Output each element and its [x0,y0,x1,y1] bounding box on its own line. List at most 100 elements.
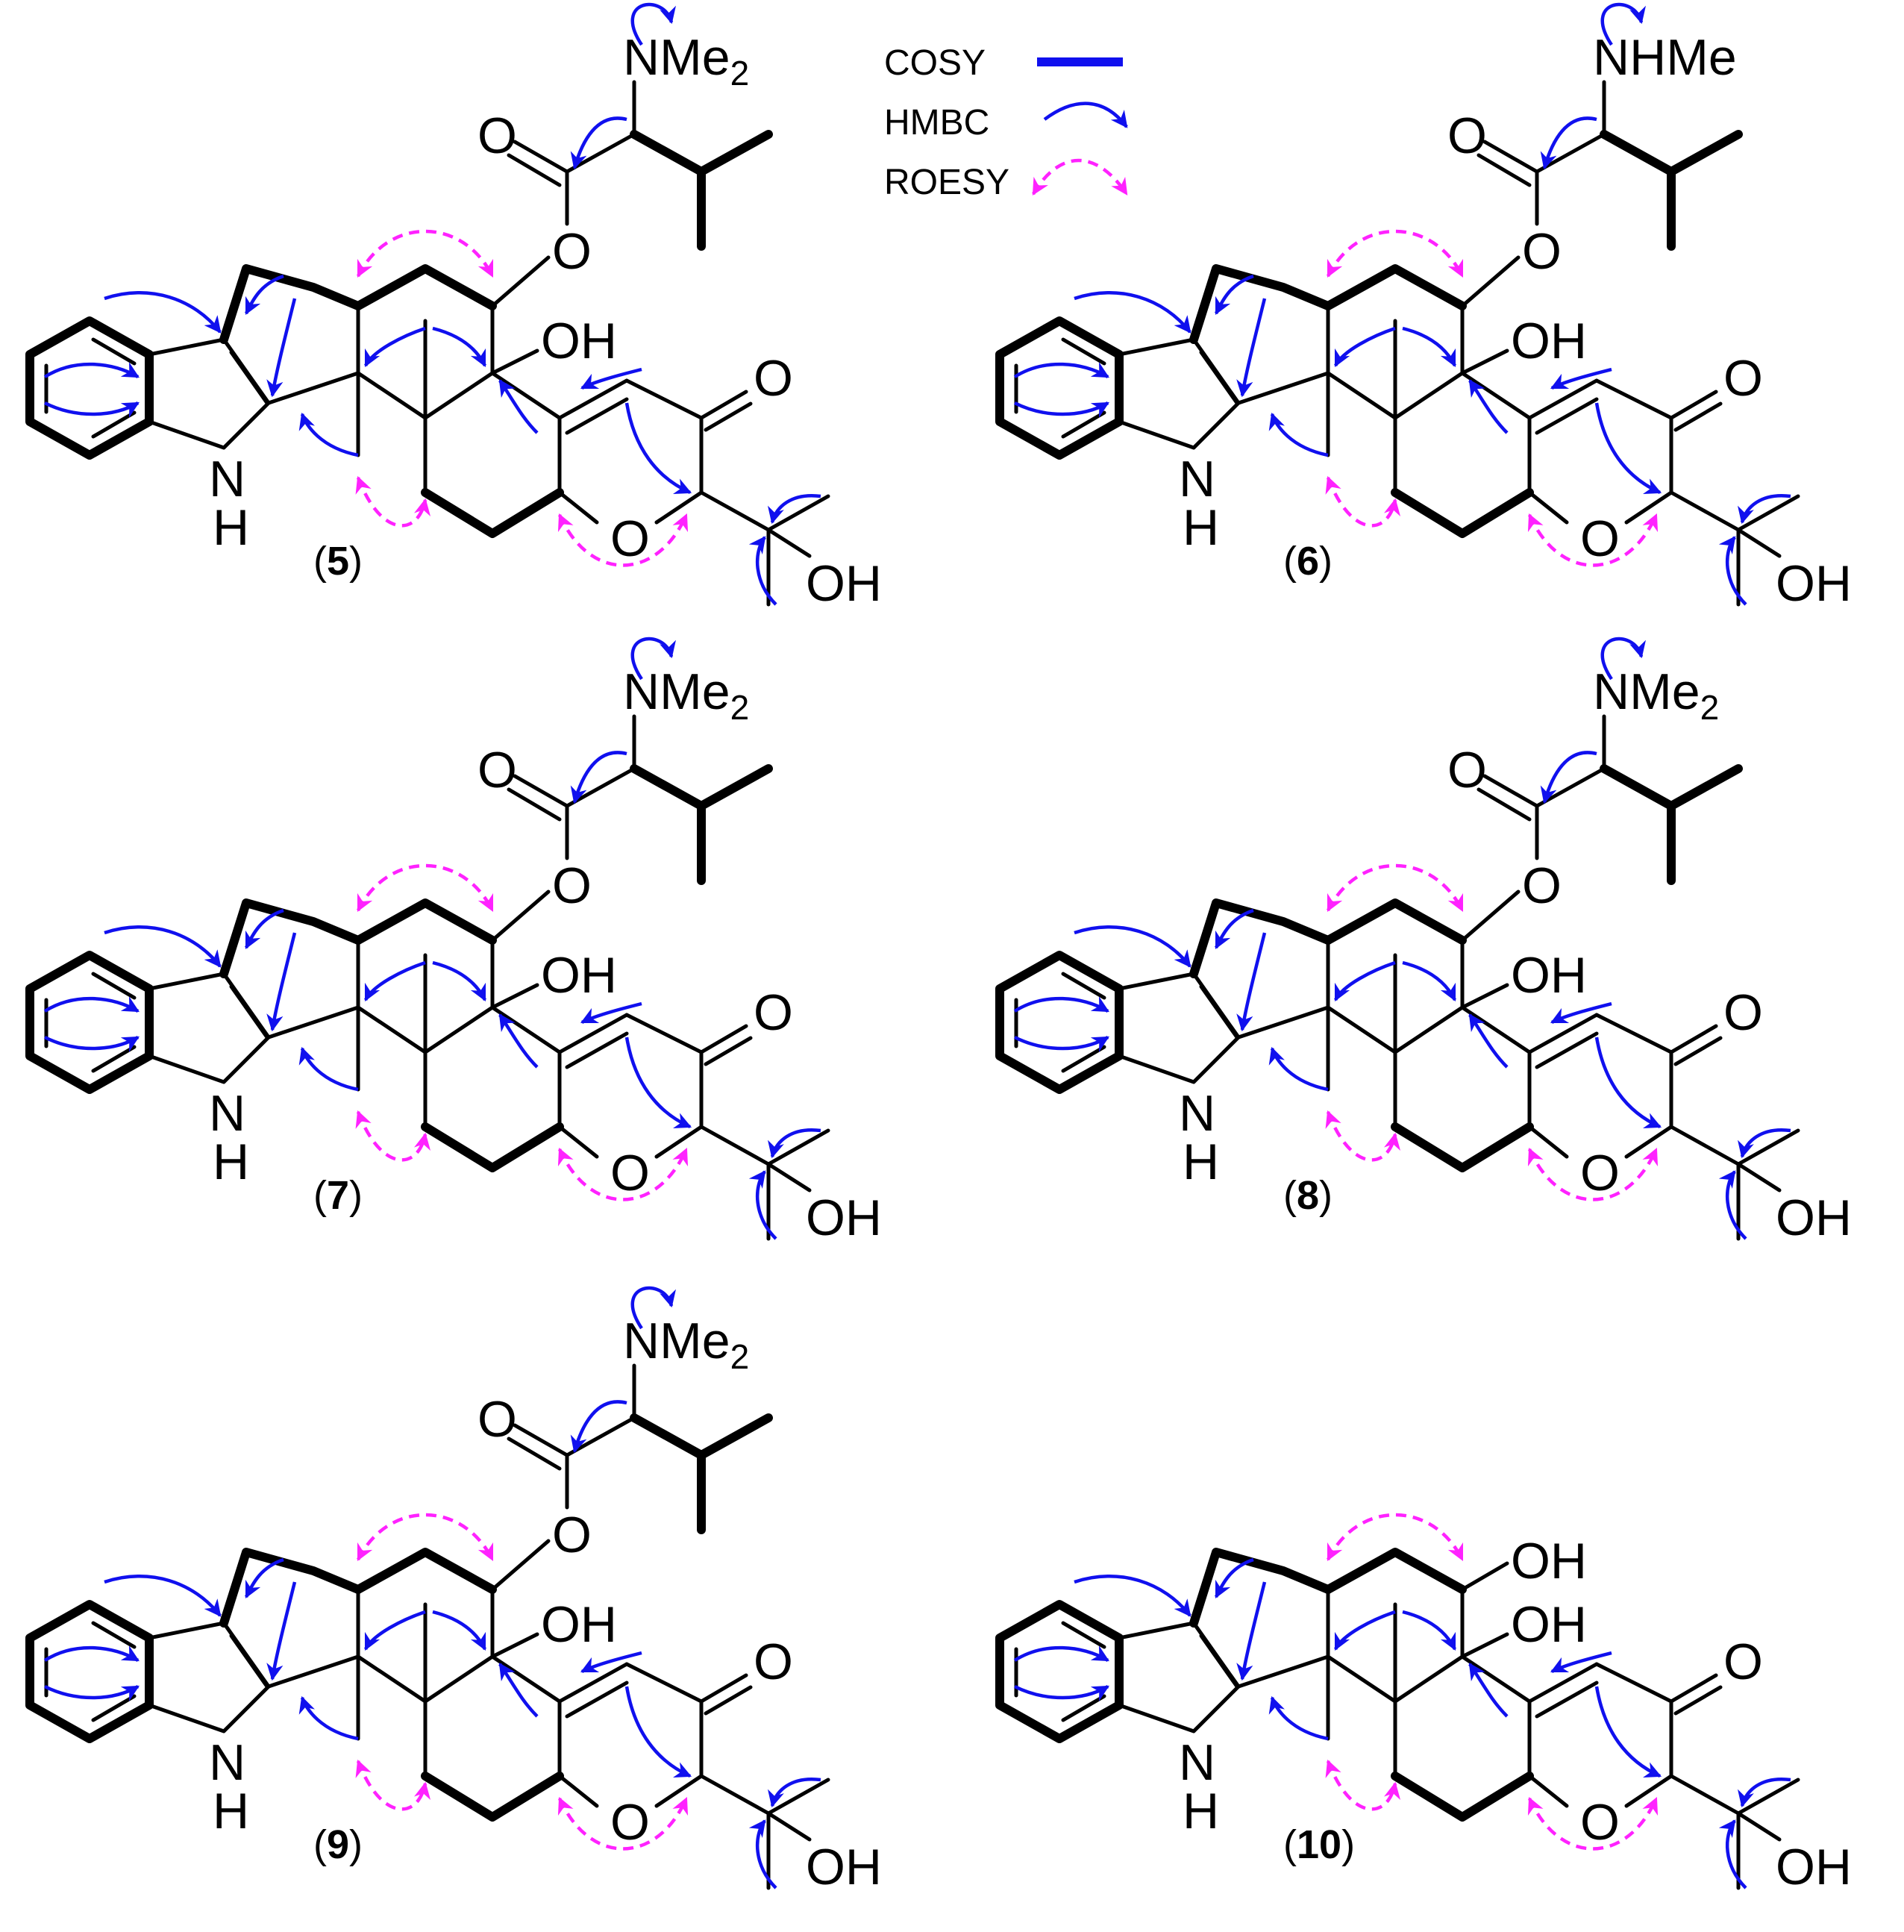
side-chain-hydroxyl-label: OH [806,1839,882,1895]
legend-hmbc-arrow [1043,101,1128,128]
hmbc-arrow [298,1046,359,1092]
roesy-arrow [1326,1513,1465,1562]
ketone-oxygen-label: O [1723,1634,1763,1690]
hmbc-arrow [1402,326,1457,368]
hmbc-arrow [1236,1581,1267,1681]
hmbc-arrow [580,1001,642,1025]
hmbc-arrow [1594,1037,1662,1129]
hmbc-arrow [1594,402,1662,495]
hmbc-arrow [432,326,487,368]
legend-hmbc-label: HMBC [884,103,989,143]
carbonyl-oxygen-label: O [477,107,517,164]
hmbc-arrow [624,402,692,495]
hmbc-arrow [298,412,359,457]
hmbc-arrow [104,291,222,334]
ester-oxygen-label: O [552,223,592,280]
carbonyl-oxygen-label: O [1447,107,1487,164]
amine-label: NMe2 [1593,663,1719,727]
hmbc-arrow [768,1128,821,1159]
legend-roesy-label: ROESY [884,163,1009,202]
core-skeleton [1000,903,1798,1239]
pyran-oxygen-label: O [1580,1145,1620,1201]
hmbc-arrow [266,1581,297,1681]
ketone-oxygen-label: O [754,984,793,1041]
nh-hydrogen-label: H [213,1783,249,1839]
hmbc-arrow [1468,1663,1509,1718]
roesy-arrow [356,863,495,913]
amine-label: NMe2 [623,1313,749,1376]
roesy-arrow [557,1796,689,1851]
hmbc-arrow [43,1645,140,1662]
hydroxyl-label: OH [541,947,617,1004]
roesy-arrow [1325,1759,1401,1811]
hmbc-arrow [1214,1557,1254,1599]
hmbc-arrow [1402,960,1457,1002]
hmbc-arrow [624,1037,692,1129]
hydroxyl-label: OH [1511,947,1587,1004]
hmbc-arrow [1074,291,1191,334]
roesy-arrow [1527,1796,1659,1851]
roesy-arrow [1326,229,1465,278]
core-skeleton [30,1552,828,1888]
side-chain-hydroxyl-label: OH [1776,1189,1852,1246]
nh-hydrogen-label: H [213,1134,249,1190]
ketone-oxygen-label: O [1723,984,1763,1041]
pyran-oxygen-label: O [610,510,650,567]
pyran-oxygen-label: O [610,1145,650,1201]
hmbc-arrow [298,1695,359,1741]
roesy-arrow [557,513,689,567]
nh-nitrogen-label: N [1179,1734,1215,1791]
hmbc-arrow [1468,379,1509,434]
hmbc-arrow [1550,367,1612,390]
hmbc-arrow [1550,1651,1612,1674]
hmbc-arrow [1013,1035,1109,1052]
hmbc-arrow [1013,401,1109,418]
roesy-arrow [355,1759,431,1811]
hmbc-arrow [1268,1046,1329,1092]
hmbc-arrow [748,1170,777,1240]
hmbc-arrow [104,925,222,968]
core-skeleton [1000,269,1798,604]
nh-nitrogen-label: N [209,451,245,507]
hmbc-arrow [748,1819,777,1889]
hmbc-arrow [570,1400,627,1454]
hmbc-arrow [432,1610,487,1651]
nh-nitrogen-label: N [1179,1085,1215,1142]
hmbc-arrow [244,1557,284,1599]
hmbc-arrow [363,326,426,368]
hmbc-arrow [1333,326,1396,368]
hmbc-arrow [363,960,426,1002]
hmbc-arrow [43,1035,140,1052]
roesy-arrow [1325,475,1401,528]
roesy-arrow [1325,1110,1401,1162]
legend-cosy-label: COSY [884,43,986,83]
hmbc-arrow [43,996,140,1013]
roesy-arrow [356,1513,495,1562]
ketone-oxygen-label: O [754,1634,793,1690]
hmbc-arrow [363,1610,426,1651]
hmbc-arrow [1013,1684,1109,1701]
ketone-oxygen-label: O [1723,350,1763,407]
hmbc-arrow [1013,1645,1109,1662]
roesy-arrow [355,475,431,528]
pyran-oxygen-label: O [1580,1794,1620,1851]
hmbc-arrow [1236,932,1267,1032]
nh-nitrogen-label: N [1179,451,1215,507]
hmbc-arrow [1738,1777,1791,1808]
nh-hydrogen-label: H [1183,499,1219,556]
hmbc-arrow [1074,925,1191,968]
compound-label: (6) [1283,539,1333,584]
hydroxyl-label: OH [1511,313,1587,369]
hmbc-arrow [498,1663,539,1718]
hydroxyl-label: OH [541,1596,617,1653]
hmbc-arrow [1333,1610,1396,1651]
nh-hydrogen-label: H [213,499,249,556]
hydroxyl-label: OH [1511,1533,1587,1589]
hmbc-arrow [1550,1001,1612,1025]
roesy-arrow [1527,1147,1659,1201]
nh-nitrogen-label: N [209,1085,245,1142]
hmbc-arrow [570,751,627,804]
hmbc-arrow [1540,116,1597,170]
hmbc-arrow [1718,536,1747,606]
